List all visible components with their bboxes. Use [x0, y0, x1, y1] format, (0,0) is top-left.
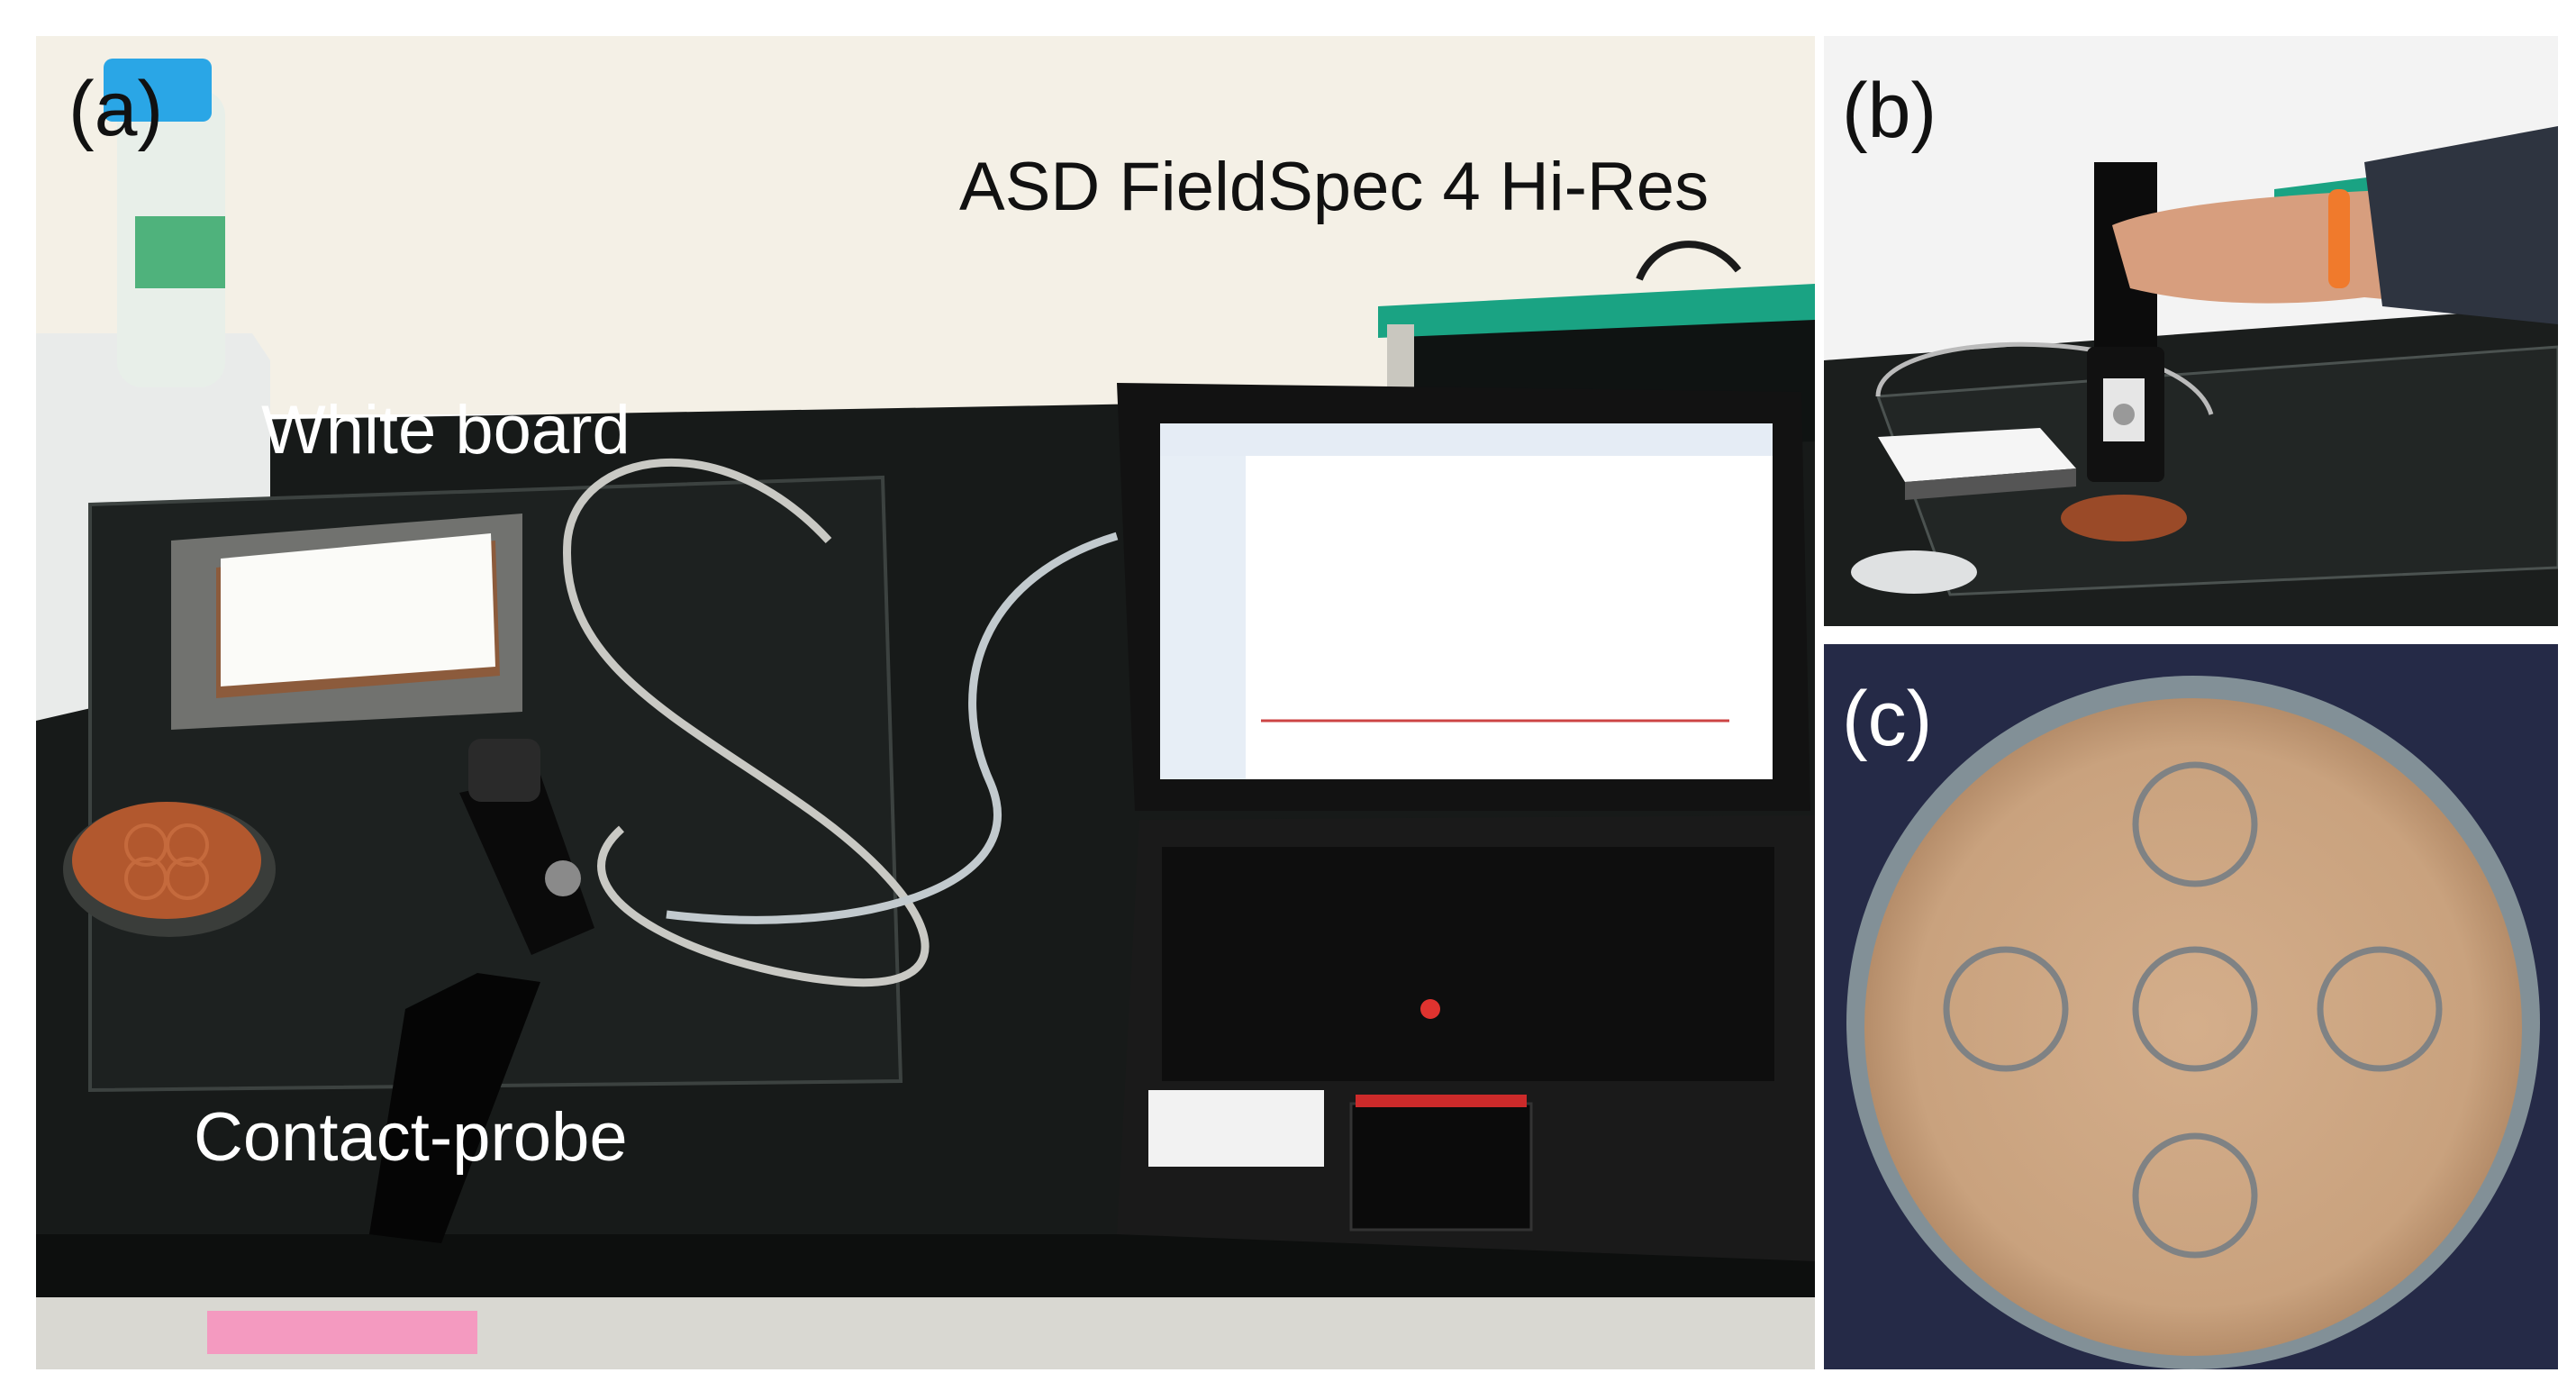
white-board-caption: White board — [261, 392, 630, 468]
soil-surface — [1864, 698, 2522, 1356]
panel-a-label: (a) — [68, 66, 164, 152]
lab-setup-photo — [36, 36, 1815, 1369]
panel-b-label: (b) — [1842, 68, 1937, 154]
soil-sample-dish — [63, 802, 276, 937]
label-sticker — [207, 1311, 477, 1354]
sampling-circle-top — [2132, 761, 2258, 887]
soil-sample-topview — [1824, 644, 2558, 1369]
panel-b-photo: (b) — [1824, 36, 2558, 626]
panel-a-photo: (a) ASD FieldSpec 4 Hi-Res White board C… — [36, 36, 1815, 1369]
sampling-circle-center — [2132, 946, 2258, 1072]
sampling-circles — [1943, 761, 2443, 1259]
white-reference-board — [216, 533, 500, 698]
panel-c-photo: (c) — [1824, 644, 2558, 1369]
sampling-circle-right — [2317, 946, 2443, 1072]
sampling-circle-left — [1943, 946, 2069, 1072]
contact-probe-caption: Contact-probe — [194, 1099, 628, 1176]
sampling-circle-bottom — [2132, 1132, 2258, 1259]
instrument-caption: ASD FieldSpec 4 Hi-Res — [959, 149, 1710, 225]
contact-probe — [369, 739, 594, 1243]
laptop-screen — [1160, 423, 1773, 779]
laptop — [1117, 383, 1815, 1261]
panel-c-label: (c) — [1842, 676, 1933, 762]
probe-measurement-photo — [1824, 36, 2558, 626]
